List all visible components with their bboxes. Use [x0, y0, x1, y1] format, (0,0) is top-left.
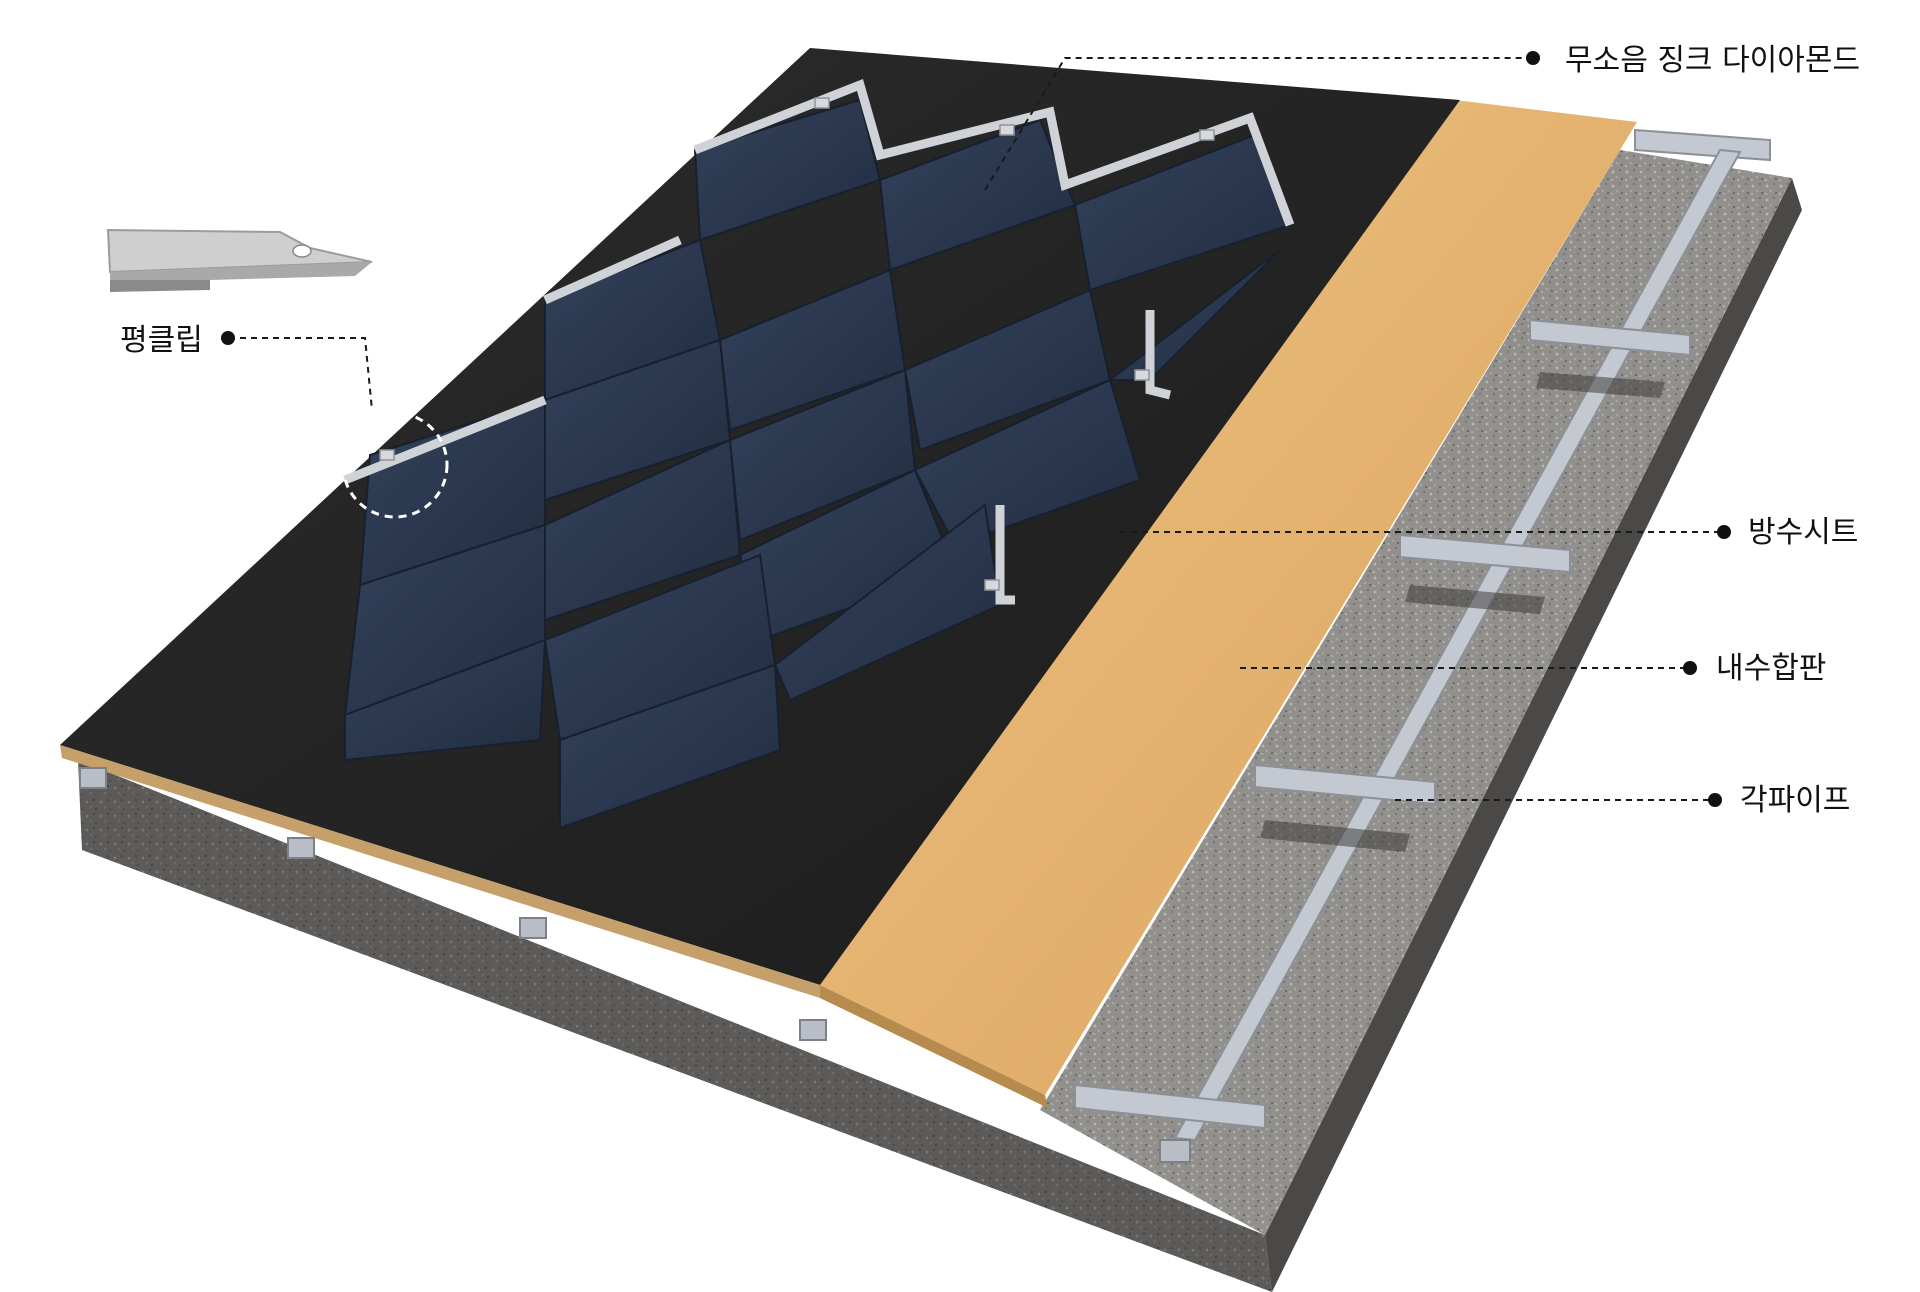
leader-flat-clip: [240, 337, 373, 411]
clip-highlight-circle: [341, 411, 449, 519]
dot-square-pipe: [1708, 793, 1722, 807]
pipe-ends-front: [79, 767, 1191, 1163]
concrete-right-face: [1265, 178, 1802, 1292]
zinc-tile: [344, 638, 547, 762]
pipe-shadows: [1260, 372, 1665, 852]
concrete-top: [1040, 150, 1792, 1235]
dot-flat-clip: [221, 331, 235, 345]
label-square-pipe: 각파이프: [1740, 783, 1850, 818]
zinc-tile: [913, 378, 1142, 547]
clip-tabs: [379, 97, 1215, 591]
dot-zinc-diamond: [1526, 51, 1540, 65]
leader-zinc-diamond: [984, 57, 1530, 191]
zinc-tile: [559, 663, 782, 830]
leader-lines: [240, 57, 1722, 801]
edge-flashing: [343, 78, 1295, 605]
plywood-board: [820, 100, 1637, 1095]
square-pipe-frame: [1074, 128, 1771, 1142]
concrete-front-face: [78, 760, 1272, 1292]
flat-clip-image: [106, 228, 373, 292]
plywood-edge: [820, 985, 1048, 1108]
zinc-tile: [773, 503, 1002, 702]
label-waterproof-sheet: 방수시트: [1748, 515, 1858, 550]
label-flat-clip: 평클립: [120, 323, 203, 358]
membrane-edge: [60, 745, 820, 998]
dot-plywood: [1683, 661, 1697, 675]
dot-waterproof-sheet: [1717, 525, 1731, 539]
label-zinc-diamond: 무소음 징크 다이아몬드: [1565, 43, 1860, 78]
label-plywood: 내수합판: [1716, 651, 1826, 686]
